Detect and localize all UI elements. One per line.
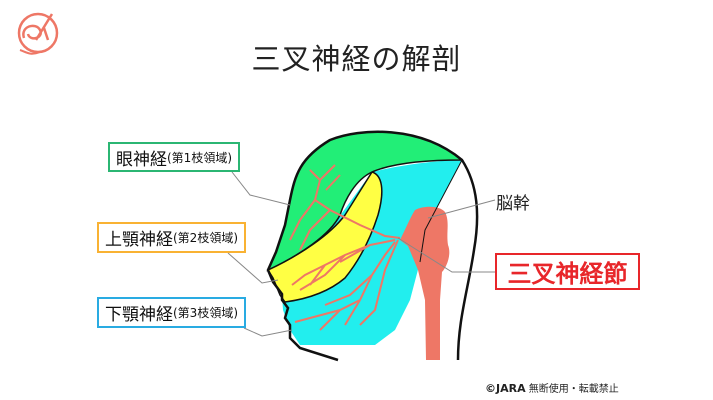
- label-sub: (第3枝領域): [173, 306, 238, 320]
- copyright-mark: ©JARA: [485, 382, 526, 395]
- label-sub: (第2枝領域): [173, 231, 238, 245]
- ophthalmic-nerve-label: 眼神経(第1枝領域): [108, 142, 240, 172]
- trigeminal-ganglion-label: 三叉神経節: [495, 253, 640, 290]
- copyright-text: 無断使用・転載禁止: [528, 384, 619, 395]
- leader-lines: [227, 171, 496, 337]
- jara-logo: [17, 12, 59, 55]
- label-main: 眼神経: [116, 149, 167, 170]
- brainstem: [400, 206, 450, 360]
- page-title: 三叉神経の解剖: [251, 42, 462, 76]
- region-divider: [419, 159, 463, 263]
- head-outline: [266, 130, 479, 362]
- maxillary-nerve-label: 上顎神経(第2枝領域): [97, 222, 246, 253]
- label-main: 上顎神経: [105, 230, 173, 250]
- trigeminal-nerve-branches: [289, 164, 401, 331]
- copyright-notice: ©JARA 無断使用・転載禁止: [485, 380, 619, 395]
- brainstem-label: 脳幹: [496, 194, 530, 214]
- mandibular-nerve-label: 下顎神経(第3枝領域): [97, 297, 246, 328]
- label-sub: (第1枝領域): [167, 150, 232, 165]
- mandibular-region: [282, 160, 462, 345]
- label-main: 下顎神経: [105, 305, 173, 325]
